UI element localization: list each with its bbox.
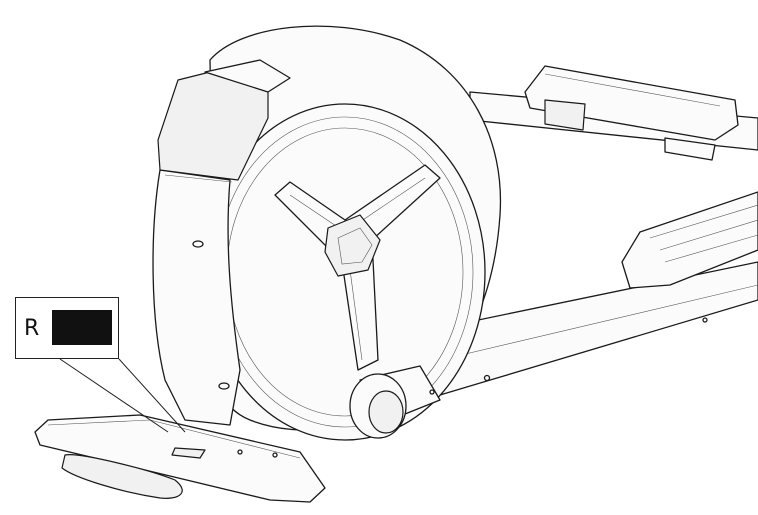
wheel-spokes (274, 164, 441, 371)
front-tower (152, 59, 291, 426)
lower-pedal (621, 191, 758, 289)
callout-letter: R (24, 316, 40, 341)
callout-leader (59, 358, 186, 433)
label-callout-box: R (15, 297, 119, 359)
base-foot (34, 414, 326, 503)
serial-label-plate (52, 310, 112, 345)
crank-hub (349, 365, 441, 439)
upper-pedal (524, 65, 739, 161)
